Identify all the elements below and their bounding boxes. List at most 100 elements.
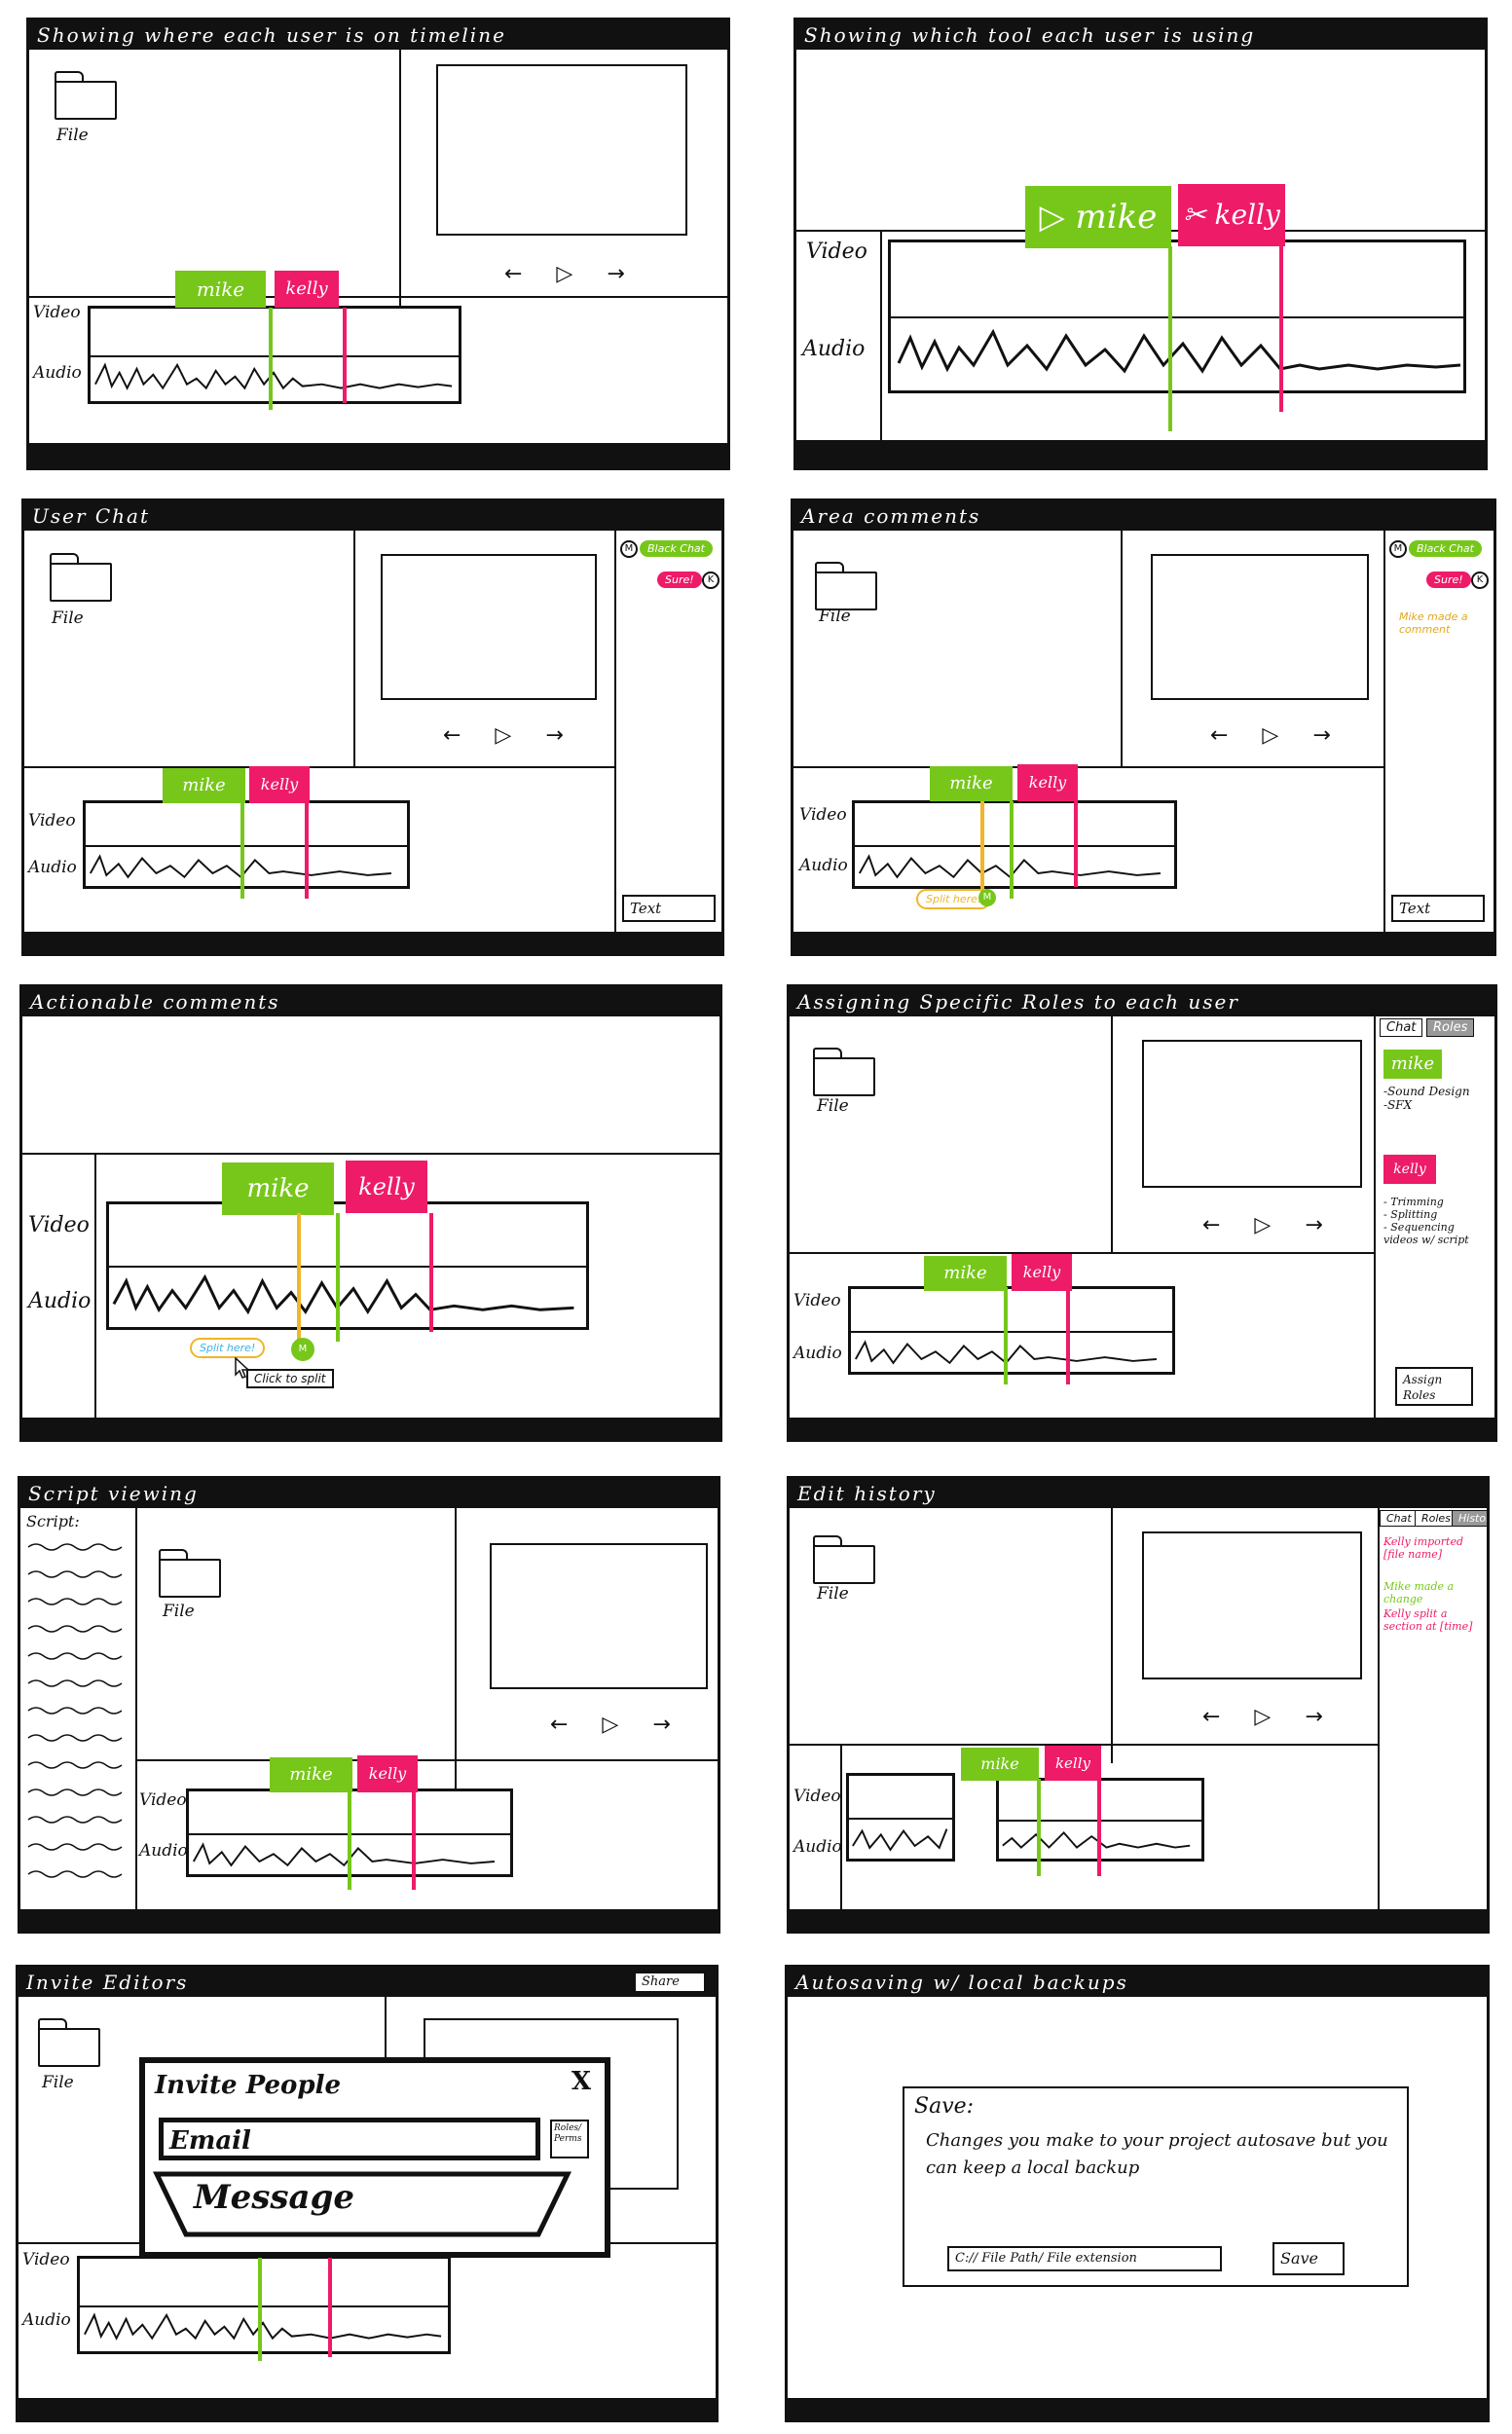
tab-history[interactable]: History	[1452, 1510, 1487, 1527]
folder-icon[interactable]	[159, 1549, 221, 1598]
mike-playhead	[1010, 801, 1014, 899]
roles-perms-button[interactable]: Roles/ Perms	[550, 2120, 589, 2158]
audio-track-label: Audio	[793, 1837, 842, 1857]
kelly-avatar: K	[1471, 572, 1489, 589]
timeline[interactable]	[888, 240, 1466, 393]
panel-title: Invite Editors	[18, 1968, 716, 1997]
panel-title: Showing where each user is on timeline	[29, 20, 727, 50]
message-field-outline	[153, 2171, 572, 2237]
mike-playhead	[336, 1213, 340, 1342]
mike-flag: mike	[222, 1162, 334, 1215]
audio-track-label: Audio	[139, 1841, 188, 1861]
track-divider	[851, 1330, 1172, 1333]
chat-message: Sure!	[657, 572, 702, 588]
status-bar	[24, 932, 721, 953]
track-divider	[855, 844, 1174, 847]
folder-icon[interactable]	[50, 553, 112, 602]
folder-icon[interactable]	[815, 562, 877, 610]
divider	[1111, 1016, 1113, 1254]
status-bar	[790, 1909, 1487, 1931]
track-divider	[109, 1266, 586, 1268]
kelly-flag: kelly	[1045, 1746, 1101, 1781]
video-track-label: Video	[28, 811, 76, 830]
share-button[interactable]: Share	[634, 1972, 706, 1993]
video-preview	[381, 554, 597, 700]
mike-tool-flag: ▷ mike	[1025, 186, 1171, 248]
divider	[94, 1153, 96, 1425]
divider	[840, 1744, 842, 1917]
panel-title: Actionable comments	[22, 987, 719, 1016]
divider	[1111, 1508, 1113, 1763]
kelly-playhead	[1097, 1779, 1101, 1876]
playback-controls[interactable]: ← ▷ →	[1210, 723, 1345, 748]
track-divider	[849, 1817, 952, 1820]
mike-role-badge: mike	[1383, 1050, 1442, 1079]
tab-roles[interactable]: Roles	[1426, 1018, 1475, 1037]
assign-roles-button[interactable]: Assign Roles	[1395, 1367, 1473, 1406]
click-to-split-tooltip[interactable]: Click to split	[246, 1369, 334, 1388]
message-field[interactable]: Message	[194, 2178, 354, 2217]
folder-icon[interactable]	[813, 1535, 875, 1584]
timeline[interactable]	[77, 2256, 451, 2354]
panel-title: Showing which tool each user is using	[796, 20, 1485, 50]
mike-playhead	[1037, 1779, 1041, 1876]
timeline[interactable]	[106, 1201, 589, 1330]
divider	[135, 1508, 137, 1917]
kelly-playhead	[328, 2244, 332, 2357]
folder-icon[interactable]	[813, 1048, 875, 1096]
timeline-clip[interactable]	[846, 1773, 955, 1862]
close-icon[interactable]: X	[571, 2067, 591, 2096]
mike-flag: mike	[163, 768, 245, 803]
timeline[interactable]	[852, 800, 1177, 889]
file-label: File	[817, 1096, 849, 1116]
playback-controls[interactable]: ← ▷ →	[504, 262, 639, 286]
storyboard-panel-timeline-users: Showing where each user is on timeline F…	[26, 18, 730, 470]
playback-controls[interactable]: ← ▷ →	[1202, 1705, 1337, 1729]
invite-people-modal: Invite People X Email Roles/ Perms Messa…	[139, 2057, 610, 2258]
tab-chat[interactable]: Chat	[1380, 1018, 1423, 1037]
video-track-label: Video	[139, 1790, 187, 1810]
chat-input[interactable]: Text	[1391, 895, 1485, 922]
status-bar	[20, 1909, 718, 1931]
save-description: Changes you make to your project autosav…	[926, 2130, 1388, 2178]
tab-chat[interactable]: Chat	[1380, 1510, 1419, 1527]
divider	[353, 531, 355, 766]
timeline[interactable]	[83, 800, 410, 889]
save-title: Save:	[914, 2094, 975, 2119]
playback-controls[interactable]: ← ▷ →	[443, 723, 577, 748]
folder-icon[interactable]	[38, 2018, 100, 2067]
mike-avatar: M	[291, 1338, 314, 1361]
audio-waveform	[852, 1827, 948, 1852]
playback-controls[interactable]: ← ▷ →	[550, 1713, 684, 1737]
folder-icon[interactable]	[55, 71, 117, 120]
timeline[interactable]	[88, 306, 461, 404]
comment-notification: Mike made a comment	[1399, 610, 1468, 636]
email-field[interactable]: Email	[159, 2118, 540, 2160]
kelly-playhead	[429, 1213, 433, 1332]
status-bar	[788, 2398, 1487, 2419]
audio-track-label: Audio	[28, 1289, 92, 1313]
kelly-playhead	[343, 308, 347, 403]
divider	[614, 531, 616, 940]
panel-title: Autosaving w/ local backups	[788, 1968, 1487, 1997]
history-entry: Kelly split a section at [time]	[1383, 1607, 1473, 1633]
storyboard-panel-actionable-comments: Actionable comments Video Audio mike kel…	[19, 984, 722, 1442]
mike-avatar: M	[620, 540, 638, 558]
mike-playhead	[348, 1790, 351, 1890]
storyboard-panel-assigning-roles: Assigning Specific Roles to each user Ch…	[787, 984, 1497, 1442]
file-path-field[interactable]: C:// File Path/ File extension	[947, 2246, 1222, 2271]
file-label: File	[52, 608, 84, 628]
comment-marker	[297, 1213, 301, 1349]
timeline[interactable]	[848, 1286, 1175, 1375]
chat-input[interactable]: Text	[622, 895, 716, 922]
save-button[interactable]: Save	[1272, 2242, 1345, 2275]
mike-avatar: M	[978, 889, 996, 906]
playback-controls[interactable]: ← ▷ →	[1202, 1213, 1337, 1237]
kelly-flag: kelly	[1012, 1254, 1072, 1291]
chat-message: Black Chat	[1409, 540, 1482, 557]
status-bar	[29, 443, 727, 467]
script-label: Script:	[26, 1512, 80, 1530]
divider	[399, 50, 401, 314]
kelly-playhead	[1074, 801, 1078, 887]
actionable-comment[interactable]: Split here!	[190, 1338, 266, 1358]
